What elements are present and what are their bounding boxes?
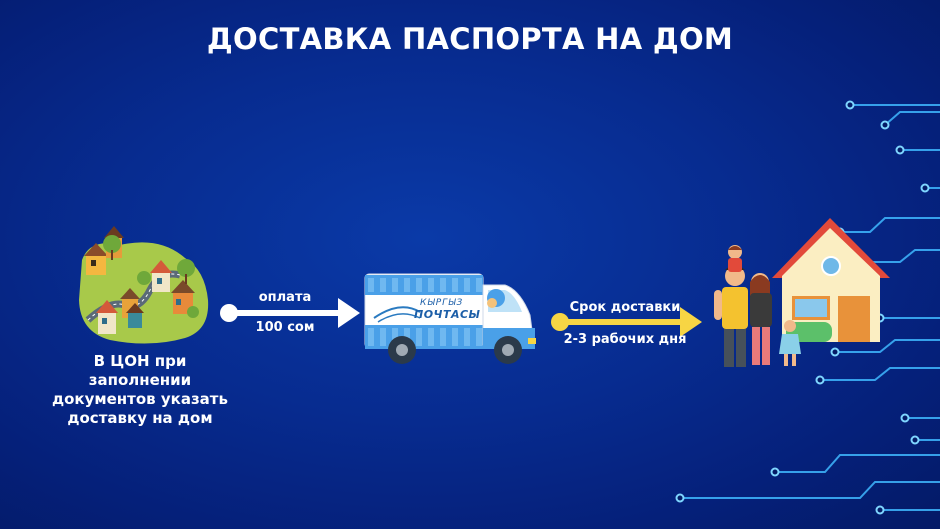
truck-logo-bottom: ПОЧТАСЫ — [414, 308, 481, 321]
delivery-time-label: Срок доставки — [569, 300, 681, 315]
payment-amount: 100 сом — [255, 320, 315, 335]
payment-label: оплата — [258, 290, 312, 305]
truck-logo-top: КЫРГЫЗ — [420, 298, 464, 308]
step1-caption: В ЦОН при заполнении документов указать … — [52, 352, 228, 427]
delivery-time-value: 2-3 рабочих дня — [563, 332, 687, 347]
page-title: ДОСТАВКА ПАСПОРТА НА ДОМ — [206, 22, 734, 56]
